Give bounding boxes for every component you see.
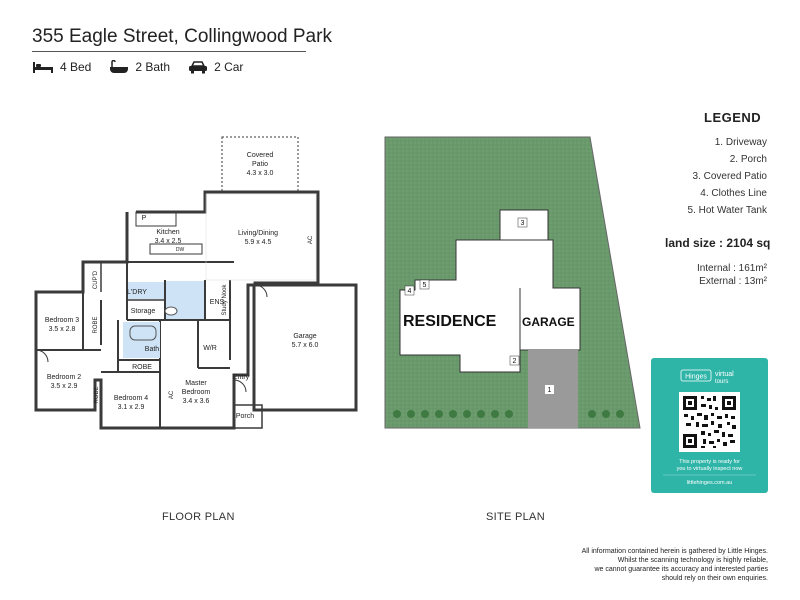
brand-sub-2: tours: [715, 379, 728, 385]
feature-car-label: 2 Car: [214, 60, 244, 74]
label-bedroom-4-dim: 3.1 x 2.9: [118, 404, 145, 411]
bath-icon: [110, 60, 129, 73]
label-study: Study Nook: [222, 283, 228, 315]
feature-bar: 4 Bed 2 Bath 2 Car: [32, 60, 261, 74]
disclaimer: All information contained herein is gath…: [560, 547, 768, 583]
tour-text-2: you to virtually inspect now: [677, 466, 743, 472]
marker-4: 4: [408, 288, 412, 295]
bed-icon: [33, 62, 53, 73]
label-bedroom-4: Bedroom 4: [114, 395, 148, 402]
label-wir: W/R: [203, 345, 217, 352]
legend-list: 1. Driveway 2. Porch 3. Covered Patio 4.…: [688, 134, 767, 219]
label-ac-2: AC: [169, 390, 175, 399]
disclaimer-line: All information contained herein is gath…: [581, 548, 768, 555]
feature-bath: 2 Bath: [109, 60, 170, 74]
marker-5: 5: [423, 282, 427, 289]
label-cupboard: CUP'D: [93, 270, 99, 289]
label-living: Living/Dining: [238, 230, 278, 237]
internal-label: Internal :: [696, 263, 736, 274]
internal-value: 161m²: [738, 263, 767, 274]
land-size: land size : 2104 sq: [665, 236, 771, 250]
label-garage-dim: 5.7 x 6.0: [292, 342, 319, 349]
marker-1: 1: [548, 387, 552, 394]
label-robe-3: ROBE: [94, 386, 100, 403]
disclaimer-line: we cannot guarantee its accuracy and int…: [594, 566, 768, 573]
label-patio-dim: 4.3 x 3.0: [247, 170, 274, 177]
car-icon: [189, 61, 208, 74]
label-robe-1: ROBE: [93, 316, 99, 333]
label-master: Master: [185, 380, 207, 387]
site-plan-label: SITE PLAN: [486, 511, 545, 523]
door-swing: [233, 379, 247, 393]
label-living-dim: 5.9 x 4.5: [245, 239, 272, 246]
legend-item: 3. Covered Patio: [692, 171, 768, 182]
porch-outline: [234, 404, 263, 429]
feature-car: 2 Car: [188, 60, 243, 74]
virtual-tour-graphic: Hinges virtual tours This property is re…: [663, 369, 756, 486]
house-outline: [34, 190, 320, 430]
door-swing: [35, 349, 49, 363]
label-ac-1: AC: [308, 235, 314, 244]
legend-item: 2. Porch: [729, 154, 767, 165]
label-pantry: P: [142, 215, 147, 222]
external-label: External :: [699, 276, 742, 287]
property-address: 355 Eagle Street, Collingwood Park: [32, 26, 332, 47]
feature-bed: 4 Bed: [32, 60, 91, 74]
marker-2: 2: [513, 358, 517, 365]
residence-label: RESIDENCE: [403, 313, 497, 330]
label-bedroom-3: Bedroom 3: [45, 317, 79, 324]
label-patio: Covered: [247, 152, 274, 159]
label-kitchen: Kitchen: [156, 229, 179, 236]
label-master-2: Bedroom: [182, 389, 211, 396]
title-divider: [32, 51, 306, 52]
legend-item: 1. Driveway: [714, 137, 767, 148]
virtual-tour-card[interactable]: Hinges virtual tours This property is re…: [651, 358, 768, 493]
label-bedroom-3-dim: 3.5 x 2.8: [49, 326, 76, 333]
kitchen-bench: [135, 211, 177, 227]
label-kitchen-dim: 3.4 x 2.5: [155, 238, 182, 245]
feature-bed-label: 4 Bed: [60, 60, 92, 74]
disclaimer-line: should rely on their own enquiries.: [661, 575, 768, 582]
feature-bath-label: 2 Bath: [135, 60, 171, 74]
label-storage: Storage: [131, 308, 156, 315]
garage-outline: [252, 283, 358, 412]
laundry-area: [128, 282, 164, 299]
tour-text-1: This property is ready for: [679, 459, 740, 465]
door-swing: [254, 284, 268, 298]
label-ensuite: ENS: [210, 299, 225, 306]
label-bedroom-2-dim: 3.5 x 2.9: [51, 383, 78, 390]
kitchen-island: [149, 243, 203, 255]
brand-sub: virtual: [715, 371, 734, 378]
marker-3: 3: [521, 220, 525, 227]
label-entry: Entry: [233, 374, 250, 381]
label-patio-2: Patio: [252, 161, 268, 168]
label-garage: Garage: [293, 333, 316, 340]
living-floor: [205, 193, 317, 281]
area-summary: Internal : 161m² External : 13m²: [697, 262, 767, 288]
bathtub: [129, 325, 157, 341]
floor-plan-label: FLOOR PLAN: [162, 511, 235, 523]
label-bath: Bath: [145, 346, 160, 353]
disclaimer-line: Whilst the scanning technology is highly…: [617, 557, 768, 564]
legend-title: LEGEND: [704, 110, 762, 125]
garage-site-label: GARAGE: [522, 315, 575, 329]
external-value: 13m²: [744, 276, 767, 287]
toilet: [164, 306, 178, 316]
legend-item: 4. Clothes Line: [700, 188, 767, 199]
label-porch: Porch: [236, 413, 254, 420]
tour-url[interactable]: littlehinges.com.au: [687, 480, 733, 486]
label-master-dim: 3.4 x 3.6: [183, 398, 210, 405]
brand-name: Hinges: [685, 374, 707, 381]
label-laundry: L'DRY: [127, 289, 147, 296]
label-bedroom-2: Bedroom 2: [47, 374, 81, 381]
legend-item: 5. Hot Water Tank: [687, 205, 767, 216]
label-robe-2: ROBE: [132, 364, 152, 371]
label-dishwasher: DW: [176, 247, 185, 253]
